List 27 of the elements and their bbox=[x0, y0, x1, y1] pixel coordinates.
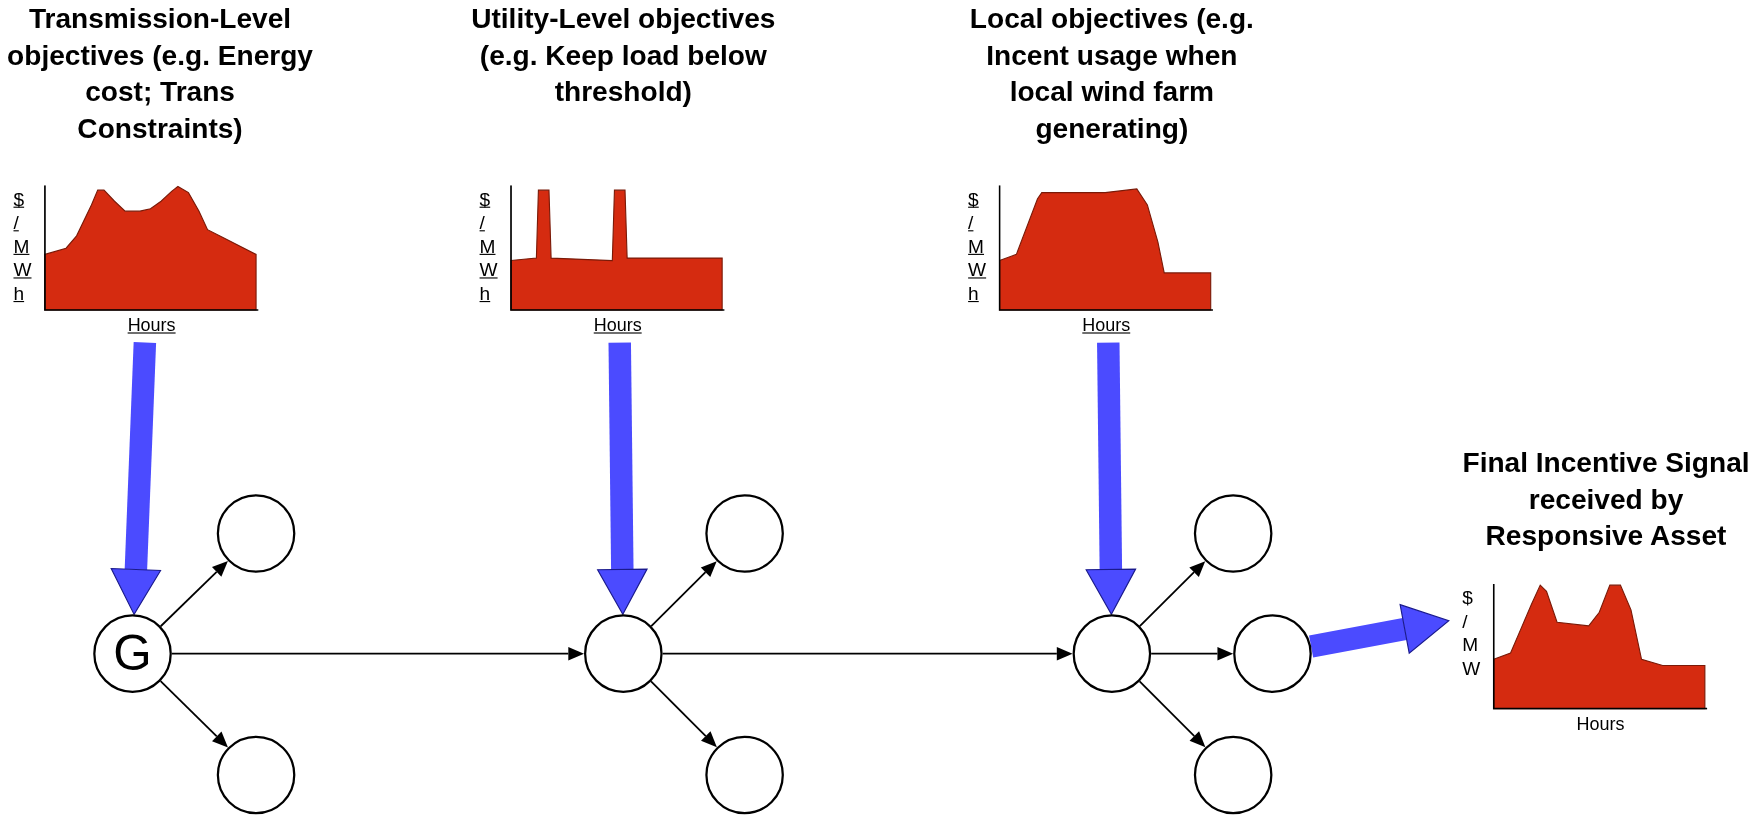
arrow bbox=[650, 680, 717, 748]
arrow bbox=[1150, 646, 1234, 661]
heading: Final Incentive Signal received by Responsive Asset bbox=[1461, 444, 1751, 553]
arrow bbox=[159, 680, 228, 748]
block-arrow bbox=[1309, 604, 1450, 658]
axis-label: $ / M W h bbox=[968, 187, 984, 306]
axis-label: $ / M W h bbox=[479, 187, 496, 306]
axis-label: Hours bbox=[1575, 714, 1626, 735]
axis-label: Hours bbox=[126, 315, 177, 336]
arrow bbox=[1138, 561, 1206, 627]
axis-label: $ / M W bbox=[1462, 586, 1478, 681]
node-label: G bbox=[113, 625, 152, 682]
block-arrow bbox=[110, 342, 162, 615]
circle-node bbox=[1072, 614, 1152, 693]
axis-label: Hours bbox=[1081, 315, 1132, 336]
axis-label: $ / M W h bbox=[13, 187, 30, 306]
heading: Utility-Level objectives (e.g. Keep load below threshold) bbox=[470, 1, 777, 109]
arrow bbox=[170, 646, 584, 661]
arrow bbox=[1138, 680, 1206, 748]
heading: Local objectives (e.g. Incent usage when local wind farm generating) bbox=[968, 1, 1255, 146]
arrow bbox=[159, 560, 228, 628]
block-arrow bbox=[597, 342, 648, 615]
axis-label: Hours bbox=[592, 315, 643, 336]
arrow bbox=[661, 646, 1073, 661]
heading: Transmission-Level objectives (e.g. Energy cost; Trans Constraints) bbox=[6, 1, 314, 146]
arrow bbox=[650, 561, 717, 627]
block-arrow bbox=[1085, 342, 1137, 615]
